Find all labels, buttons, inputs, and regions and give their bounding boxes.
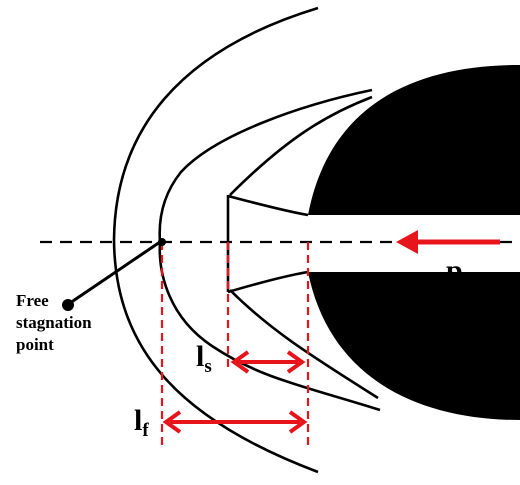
leader-end-dot	[62, 299, 74, 311]
ls-dimension-arrow	[230, 350, 306, 374]
annotation-free-stagnation-point: Free stagnation point	[14, 290, 96, 356]
lower-body-lobe	[308, 272, 520, 420]
inner-shock-lower	[158, 241, 381, 412]
jet-boundary-lower	[229, 289, 379, 400]
label-p0j-base: p	[446, 254, 463, 287]
jet-flow-arrow	[396, 230, 500, 254]
stagnation-leader-line	[69, 240, 161, 305]
annotation-line-2: stagnation	[16, 313, 92, 332]
label-lf-sub: f	[142, 420, 149, 441]
jet-barrel-lower	[227, 270, 309, 294]
label-ls-base: l	[196, 340, 205, 373]
jet-boundary-upper	[229, 95, 373, 196]
upper-body-lobe	[308, 65, 520, 215]
label-p0j-sub: 0j	[462, 270, 479, 291]
annotation-line-3: point	[16, 335, 54, 354]
label-lf-base: l	[134, 404, 143, 437]
label-lf: lf	[134, 404, 149, 441]
jet-barrel-upper	[227, 194, 309, 217]
outer-bow-shock	[112, 6, 319, 474]
label-ls: ls	[196, 340, 212, 377]
free-stagnation-point	[158, 238, 166, 246]
label-p0j: p0j	[446, 254, 479, 291]
lf-dimension-arrow	[162, 410, 308, 434]
inner-shock-upper	[158, 88, 373, 243]
label-ls-sub: s	[204, 356, 212, 377]
annotation-line-1: Free	[16, 291, 49, 310]
